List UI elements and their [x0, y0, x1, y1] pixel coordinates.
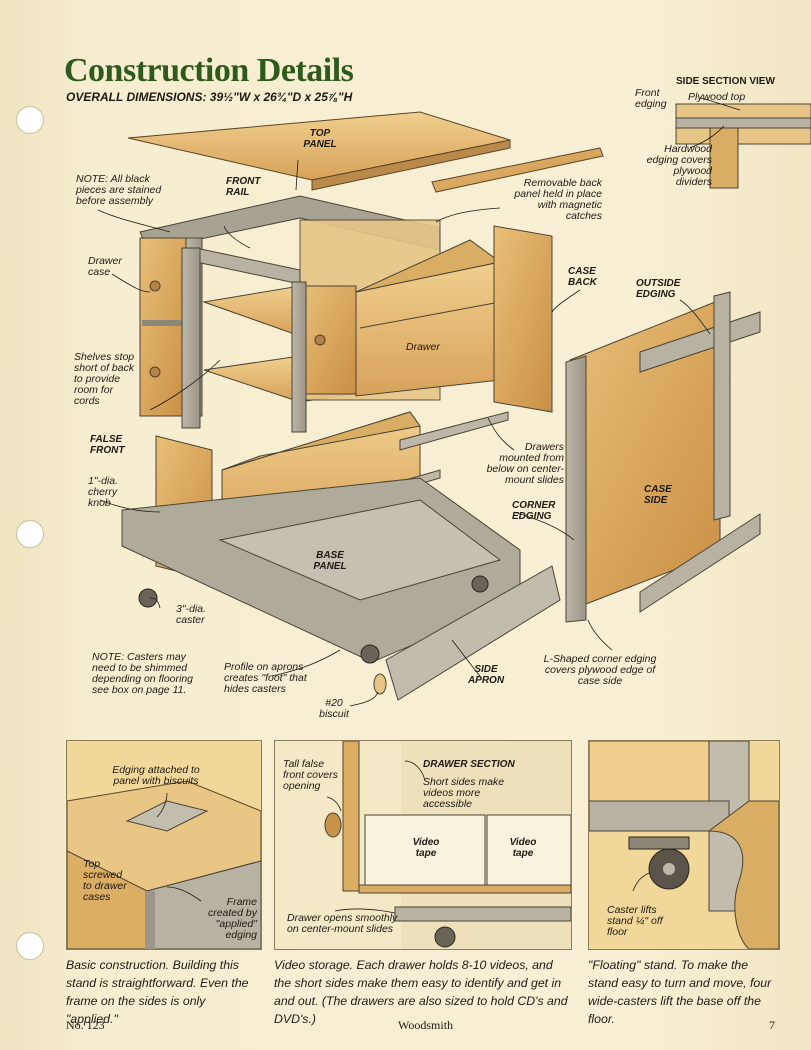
floating-stand-illustration [589, 741, 779, 949]
label-top-screwed: Top screwed to drawer cases [83, 858, 127, 903]
label-tall-false-front: Tall false front covers opening [283, 758, 338, 792]
label-caster: 3"-dia. caster [176, 603, 206, 626]
label-shelves: Shelves stop short of back to provide ro… [74, 351, 135, 407]
side-section-title: SIDE SECTION VIEW [676, 76, 775, 87]
caption-basic-construction: Basic construction. Building this stand … [66, 956, 260, 1028]
label-side-apron: SIDE APRON [467, 664, 505, 686]
note-casters: NOTE: Casters may need to be shimmed dep… [92, 651, 194, 696]
label-drawers-mounted: Drawers mounted from below on center-mou… [486, 441, 564, 486]
caption-floating-stand: "Floating" stand. To make the stand easy… [588, 956, 780, 1028]
detail-panel-floating-stand: Caster lifts stand ¼" off floor [588, 740, 780, 950]
caption-text: Building this stand is straightforward. … [66, 958, 249, 1026]
label-front-edging: Front edging [635, 87, 667, 110]
label-short-sides: Short sides make videos more accessible [423, 776, 505, 810]
basic-construction-illustration [67, 780, 261, 949]
label-knob: 1"-dia. cherry knob [88, 475, 118, 509]
label-caster-lifts: Caster lifts stand ¼" off floor [607, 904, 663, 938]
overall-dimensions: OVERALL DIMENSIONS: 39½"W x 26¾"D x 25⅞"… [66, 90, 353, 104]
label-base-panel: BASE PANEL [313, 550, 347, 572]
binder-hole [16, 106, 44, 134]
label-removable-back: Removable back panel held in place with … [514, 177, 602, 222]
label-drawer-case: Drawer case [88, 255, 122, 278]
magazine-name: Woodsmith [398, 1018, 454, 1032]
page-number: 7 [769, 1018, 775, 1032]
label-case-back: CASE BACK [568, 266, 597, 288]
label-frame-created: Frame created by "applied" edging [207, 896, 257, 941]
note-stained: NOTE: All black pieces are stained befor… [76, 173, 162, 207]
label-video-tape-2: Video tape [509, 837, 537, 859]
label-top-panel: TOP PANEL [303, 128, 337, 150]
label-hardwood-edging: Hardwood edging covers plywood dividers [646, 143, 712, 188]
label-case-side: CASE SIDE [644, 484, 672, 506]
detail-panel-basic-construction: Edging attached to panel with biscuits T… [66, 740, 262, 950]
label-drawer-section: DRAWER SECTION [423, 759, 515, 770]
caption-text: To make the stand easy to turn and move,… [588, 958, 772, 1026]
label-drawer-opens: Drawer opens smoothly on center-mount sl… [287, 912, 398, 935]
exploded-view-illustration [97, 97, 811, 707]
label-l-shaped: L-Shaped corner edging covers plywood ed… [543, 653, 657, 687]
caption-text: Each drawer holds 8-10 videos, and the s… [274, 958, 568, 1026]
detail-panel-video-storage: Tall false front covers opening DRAWER S… [274, 740, 572, 950]
caption-video-storage: Video storage. Each drawer holds 8-10 vi… [274, 956, 572, 1028]
label-edging-attached: Edging attached to panel with biscuits [112, 764, 200, 787]
label-profile: Profile on aprons creates "foot" that hi… [224, 661, 307, 695]
label-front-rail: FRONT RAIL [226, 176, 261, 198]
video-storage-illustration [324, 741, 571, 949]
page-title: Construction Details [64, 52, 354, 89]
label-corner-edging: CORNER EDGING [512, 500, 556, 522]
label-biscuit: #20 biscuit [319, 697, 349, 720]
caption-lead: "Floating" stand. [588, 958, 678, 972]
binder-hole [16, 932, 44, 960]
label-drawer: Drawer [406, 341, 440, 353]
label-outside-edging: OUTSIDE EDGING [636, 278, 681, 300]
label-plywood-top: Plywood top [688, 91, 746, 103]
label-false-front: FALSE FRONT [90, 434, 125, 456]
caption-lead: Video storage. [274, 958, 354, 972]
binder-hole [16, 520, 44, 548]
issue-number: No. 123 [66, 1018, 105, 1032]
caption-lead: Basic construction. [66, 958, 170, 972]
label-video-tape-1: Video tape [412, 837, 440, 859]
